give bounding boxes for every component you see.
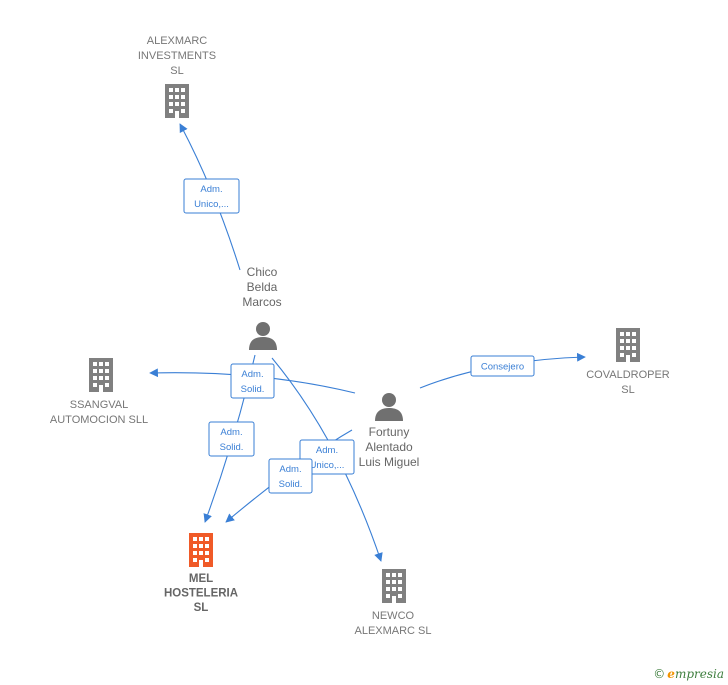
person-icon (375, 393, 403, 421)
node-label-fortuny-line-2: Luis Miguel (359, 455, 420, 469)
node-label-newco-line-0: NEWCO (372, 610, 415, 622)
edge-label-box-fortuny-covaldroper[interactable] (470, 355, 535, 377)
edge-label-box-chico-newco[interactable] (299, 439, 355, 475)
node-label-mel-line-1: HOSTELERIA (164, 588, 238, 600)
edge-label-chico-alexmarc-line-0: Adm. (200, 184, 222, 195)
building-icon (89, 358, 113, 392)
node-ssangval[interactable]: SSANGVAL AUTOMOCION SLL (50, 358, 148, 426)
brand-name: mpresia (674, 667, 724, 681)
node-label-mel-line-0: MEL (189, 573, 213, 585)
building-icon (189, 533, 213, 567)
edge-label-fortuny-covaldroper-line-0: Consejero (481, 362, 524, 373)
edge-label-chico-newco-line-1: Unico,... (310, 460, 345, 471)
edge-label-chico-alexmarc-line-1: Unico,... (194, 199, 229, 210)
node-alexmarc[interactable]: ALEXMARC INVESTMENTS SL (138, 35, 216, 118)
node-label-newco-line-1: ALEXMARC SL (354, 625, 431, 637)
edge-label-box-fortuny-mel[interactable] (268, 458, 313, 494)
node-mel[interactable]: MEL HOSTELERIA SL (164, 533, 238, 614)
node-label-chico-line-2: Marcos (242, 295, 281, 309)
node-label-fortuny-line-1: Alentado (365, 440, 413, 454)
edge-labels-layer: Adm. Unico,... Adm. Solid. Adm. Unico,... Adm.… (183, 178, 535, 494)
node-label-alexmarc-line-1: INVESTMENTS (138, 50, 216, 62)
node-label-fortuny-line-0: Fortuny (369, 425, 410, 439)
edge-label-box-fortuny-ssangval[interactable] (230, 363, 275, 399)
edge-label-box-chico-alexmarc[interactable] (183, 178, 240, 214)
copyright-symbol: © (653, 667, 666, 681)
node-label-mel-line-2: SL (194, 602, 209, 614)
node-newco[interactable]: NEWCO ALEXMARC SL (354, 569, 432, 637)
building-icon (165, 84, 189, 118)
edge-label-chico-mel-line-0: Adm. (220, 427, 242, 438)
person-icon (249, 322, 277, 350)
edge-label-fortuny-mel-line-0: Adm. (279, 464, 301, 475)
brand-initial: e (667, 667, 675, 681)
node-label-chico-line-0: Chico (247, 265, 278, 279)
edge-label-fortuny-ssangval-line-1: Solid. (241, 384, 265, 395)
footer-brand[interactable]: ©empresia (653, 667, 724, 681)
node-label-alexmarc-line-2: SL (170, 65, 183, 77)
node-label-ssangval-line-1: AUTOMOCION SLL (50, 414, 148, 426)
node-label-alexmarc-line-0: ALEXMARC (147, 35, 208, 47)
node-label-covaldroper-line-0: COVALDROPER (586, 369, 670, 381)
node-label-chico-line-1: Belda (247, 280, 278, 294)
building-icon (616, 328, 640, 362)
edge-label-fortuny-mel-line-1: Solid. (279, 479, 303, 490)
nodes-layer: ALEXMARC INVESTMENTS SL SSANGVAL AUTOMOCION … (50, 35, 670, 637)
node-covaldroper[interactable]: COVALDROPER SL (586, 328, 670, 396)
node-label-covaldroper-line-1: SL (621, 384, 634, 396)
edge-label-box-chico-mel[interactable] (208, 421, 255, 457)
node-label-ssangval-line-0: SSANGVAL (70, 399, 129, 411)
edge-label-chico-newco-line-0: Adm. (316, 445, 338, 456)
edge-label-chico-mel-line-1: Solid. (220, 442, 244, 453)
edge-label-fortuny-ssangval-line-0: Adm. (241, 369, 263, 380)
building-icon (382, 569, 406, 603)
